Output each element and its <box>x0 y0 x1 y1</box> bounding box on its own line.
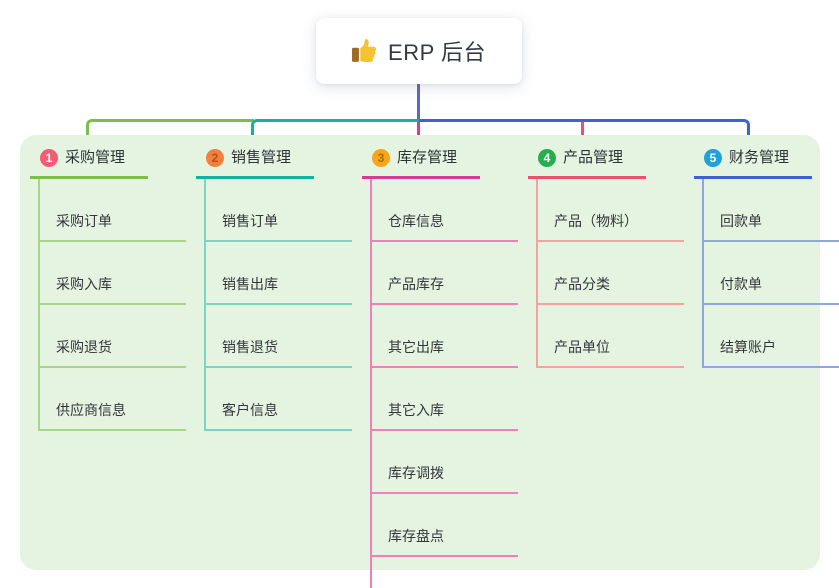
root-node-title: ERP 后台 <box>388 40 486 65</box>
child-node[interactable]: 其它入库 <box>372 368 518 431</box>
priority-badge-icon: 3 <box>372 149 390 167</box>
child-node[interactable]: 库存调拨 <box>372 431 518 494</box>
branch-children: 回款单付款单结算账户 <box>702 179 839 368</box>
branch-children: 产品（物料）产品分类产品单位 <box>536 179 684 368</box>
priority-badge-icon: 5 <box>704 149 722 167</box>
child-node[interactable]: 产品库存 <box>372 242 518 305</box>
child-node[interactable]: 回款单 <box>704 179 839 242</box>
child-node[interactable]: 出库库明细 <box>372 557 518 588</box>
root-connector-line <box>417 84 420 122</box>
child-node[interactable]: 销售退货 <box>206 305 352 368</box>
child-node[interactable]: 付款单 <box>704 242 839 305</box>
branch-2: 2 销售管理销售订单销售出库销售退货客户信息 <box>196 148 352 431</box>
branch-4: 4 产品管理产品（物料）产品分类产品单位 <box>528 148 684 368</box>
child-node[interactable]: 产品单位 <box>538 305 684 368</box>
branch-title: 销售管理 <box>231 149 292 166</box>
child-node[interactable]: 客户信息 <box>206 368 352 431</box>
thumbs-up-icon <box>352 38 378 64</box>
branch-children: 采购订单采购入库采购退货供应商信息 <box>38 179 186 431</box>
branch-children: 销售订单销售出库销售退货客户信息 <box>204 179 352 431</box>
child-node[interactable]: 产品分类 <box>538 242 684 305</box>
branch-3: 3 库存管理仓库信息产品库存其它出库其它入库库存调拨库存盘点出库库明细 <box>362 148 518 588</box>
branch-title: 采购管理 <box>65 149 126 166</box>
child-node[interactable]: 采购退货 <box>40 305 186 368</box>
branches-panel <box>20 135 820 570</box>
branch-children: 仓库信息产品库存其它出库其它入库库存调拨库存盘点出库库明细 <box>370 179 518 588</box>
branch-title: 库存管理 <box>397 149 458 166</box>
branch-5: 5 财务管理回款单付款单结算账户 <box>694 148 839 368</box>
branch-title: 产品管理 <box>563 149 624 166</box>
branch-node[interactable]: 1 采购管理 <box>30 148 148 179</box>
child-node[interactable]: 销售订单 <box>206 179 352 242</box>
branch-node[interactable]: 3 库存管理 <box>362 148 480 179</box>
child-node[interactable]: 采购订单 <box>40 179 186 242</box>
root-node[interactable]: ERP 后台 <box>316 18 522 84</box>
child-node[interactable]: 仓库信息 <box>372 179 518 242</box>
priority-badge-icon: 1 <box>40 149 58 167</box>
child-node[interactable]: 库存盘点 <box>372 494 518 557</box>
child-node[interactable]: 结算账户 <box>704 305 839 368</box>
child-node[interactable]: 供应商信息 <box>40 368 186 431</box>
child-node[interactable]: 采购入库 <box>40 242 186 305</box>
child-node[interactable]: 产品（物料） <box>538 179 684 242</box>
branch-title: 财务管理 <box>729 149 790 166</box>
child-node[interactable]: 销售出库 <box>206 242 352 305</box>
branch-node[interactable]: 4 产品管理 <box>528 148 646 179</box>
branch-node[interactable]: 2 销售管理 <box>196 148 314 179</box>
branch-1: 1 采购管理采购订单采购入库采购退货供应商信息 <box>30 148 186 431</box>
priority-badge-icon: 4 <box>538 149 556 167</box>
child-node[interactable]: 其它出库 <box>372 305 518 368</box>
branch-node[interactable]: 5 财务管理 <box>694 148 812 179</box>
priority-badge-icon: 2 <box>206 149 224 167</box>
